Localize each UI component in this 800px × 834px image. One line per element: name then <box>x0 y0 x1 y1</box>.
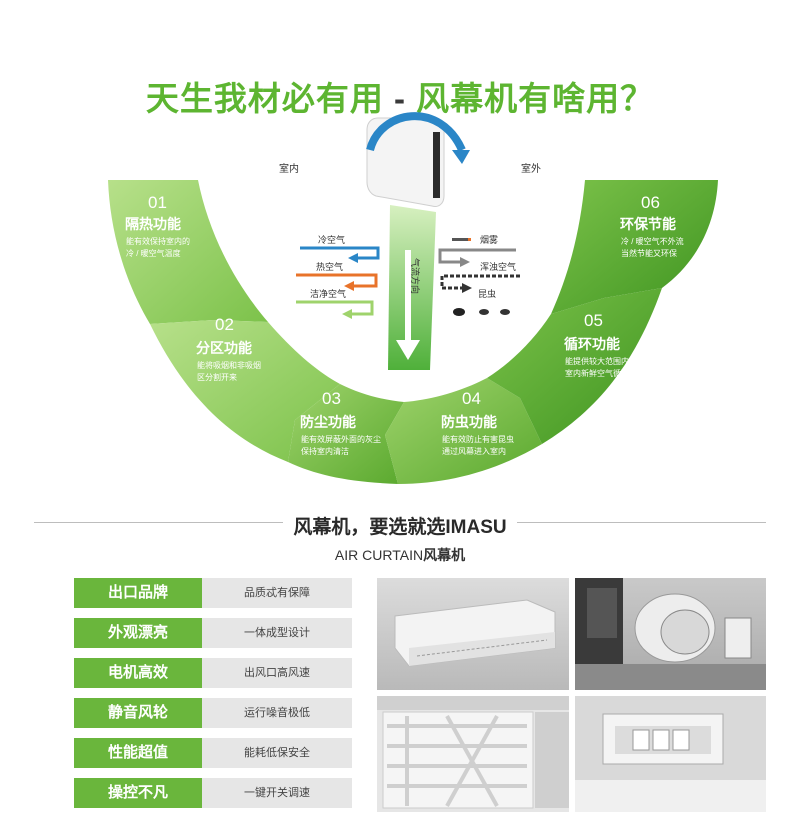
segment-04-desc2: 通过风幕进入室内 <box>442 446 506 456</box>
indoor-label: 室内 <box>279 162 299 175</box>
segment-06-desc2: 当然节能又环保 <box>621 248 677 258</box>
feature-row: 外观漂亮 一体成型设计 <box>74 618 352 648</box>
feature-value: 一键开关调速 <box>244 787 310 799</box>
segment-04-desc1: 能有效防止有害昆虫 <box>442 434 514 444</box>
segment-01-name: 隔热功能 <box>125 216 181 232</box>
segment-01-desc2: 冷 / 暖空气温度 <box>126 248 181 258</box>
feature-key: 外观漂亮 <box>74 618 202 648</box>
right-divider <box>506 522 766 523</box>
segment-06-number: 06 <box>641 193 660 212</box>
segment-02-desc2: 区分割开来 <box>197 372 237 382</box>
airflow-direction-label: 气流方向 <box>410 258 421 294</box>
segment-03-desc1: 能有效屏蔽外面的灰尘 <box>301 434 381 444</box>
hot-air-label: 热空气 <box>316 261 343 272</box>
title-separator: - <box>383 80 417 117</box>
insects-label: 昆虫 <box>478 288 496 299</box>
segment-06-desc1: 冷 / 暖空气不外流 <box>621 236 684 246</box>
feature-row: 出口品牌 品质忒有保障 <box>74 578 352 608</box>
page-title: 天生我材必有用 - 风幕机有啥用？ <box>0 72 800 120</box>
airflow-beam: 气流方向 <box>388 205 436 370</box>
insects-icon <box>453 308 510 316</box>
segment-05-number: 05 <box>584 311 603 330</box>
segment-02-desc1: 能将吸烟和非吸烟 <box>197 360 261 370</box>
segment-03-number: 03 <box>322 389 341 408</box>
title-part2: 风幕机有啥用？ <box>416 80 655 117</box>
segment-02 <box>150 320 340 462</box>
segment-05-desc2: 室内新鲜空气循环 <box>565 368 629 378</box>
segment-06 <box>551 180 718 314</box>
subtitle-cn-text: 风幕机 <box>423 547 466 563</box>
segment-02-name: 分区功能 <box>196 340 252 356</box>
dirty-air-label: 浑浊空气 <box>480 261 516 272</box>
left-divider <box>34 522 294 523</box>
segment-06-name: 环保节能 <box>620 216 676 232</box>
function-diagram: 01 隔热功能 能有效保持室内的 冷 / 暖空气温度 02 分区功能 能将吸烟和… <box>108 112 718 484</box>
feature-key: 出口品牌 <box>74 578 202 608</box>
product-photo-front <box>377 578 569 690</box>
segment-05 <box>487 288 662 444</box>
feature-value: 运行噪音极低 <box>244 707 310 719</box>
feature-row: 电机高效 出风口高风速 <box>74 658 352 688</box>
feature-row: 静音风轮 运行噪音极低 <box>74 698 352 728</box>
feature-value: 一体成型设计 <box>244 627 310 639</box>
smoke-arrow-icon <box>438 248 516 267</box>
segment-05-name: 循环功能 <box>564 336 620 352</box>
segment-04 <box>385 378 542 484</box>
product-photo-panel <box>575 696 766 812</box>
feature-key: 操控不凡 <box>74 778 202 808</box>
subtitle-main: 风幕机，要选就选IMASU <box>0 512 800 539</box>
title-part1: 天生我材必有用 <box>145 80 384 117</box>
hot-air-arrow-icon <box>296 273 378 291</box>
feature-key: 静音风轮 <box>74 698 202 728</box>
feature-key: 性能超值 <box>74 738 202 768</box>
subtitle-main-text: 风幕机，要选就选IMASU <box>283 517 517 538</box>
segment-03 <box>288 384 404 484</box>
smoke-label: 烟雾 <box>480 234 498 245</box>
feature-value: 品质忒有保障 <box>244 587 310 599</box>
segment-02-number: 02 <box>215 315 234 334</box>
cold-air-label: 冷空气 <box>318 234 345 245</box>
feature-row: 操控不凡 一键开关调速 <box>74 778 352 808</box>
segment-01-number: 01 <box>148 193 167 212</box>
segment-03-desc2: 保持室内清洁 <box>301 446 349 456</box>
clean-air-label: 洁净空气 <box>310 288 346 299</box>
product-photo-grille <box>377 696 569 812</box>
feature-value: 能耗低保安全 <box>244 747 310 759</box>
segment-01 <box>108 180 268 324</box>
segment-01-desc1: 能有效保持室内的 <box>126 236 190 246</box>
segment-05-desc1: 能提供较大范围内的 <box>565 356 637 366</box>
clean-air-arrow-icon <box>296 300 374 319</box>
smoke-icon <box>452 238 471 241</box>
feature-value: 出风口高风速 <box>244 667 310 679</box>
subtitle-en-text: AIR CURTAIN <box>334 547 424 563</box>
air-curtain-unit-icon <box>366 112 470 207</box>
segment-04-name: 防虫功能 <box>441 414 497 430</box>
feature-row: 性能超值 能耗低保安全 <box>74 738 352 768</box>
segment-03-name: 防尘功能 <box>300 414 356 430</box>
dirty-air-arrow-icon <box>440 274 520 293</box>
product-photo-motor <box>575 578 766 690</box>
subtitle-en: AIR CURTAIN风幕机 <box>0 545 800 565</box>
cold-air-arrow-icon <box>300 246 380 263</box>
feature-key: 电机高效 <box>74 658 202 688</box>
segment-04-number: 04 <box>462 389 481 408</box>
outdoor-label: 室外 <box>521 162 541 175</box>
